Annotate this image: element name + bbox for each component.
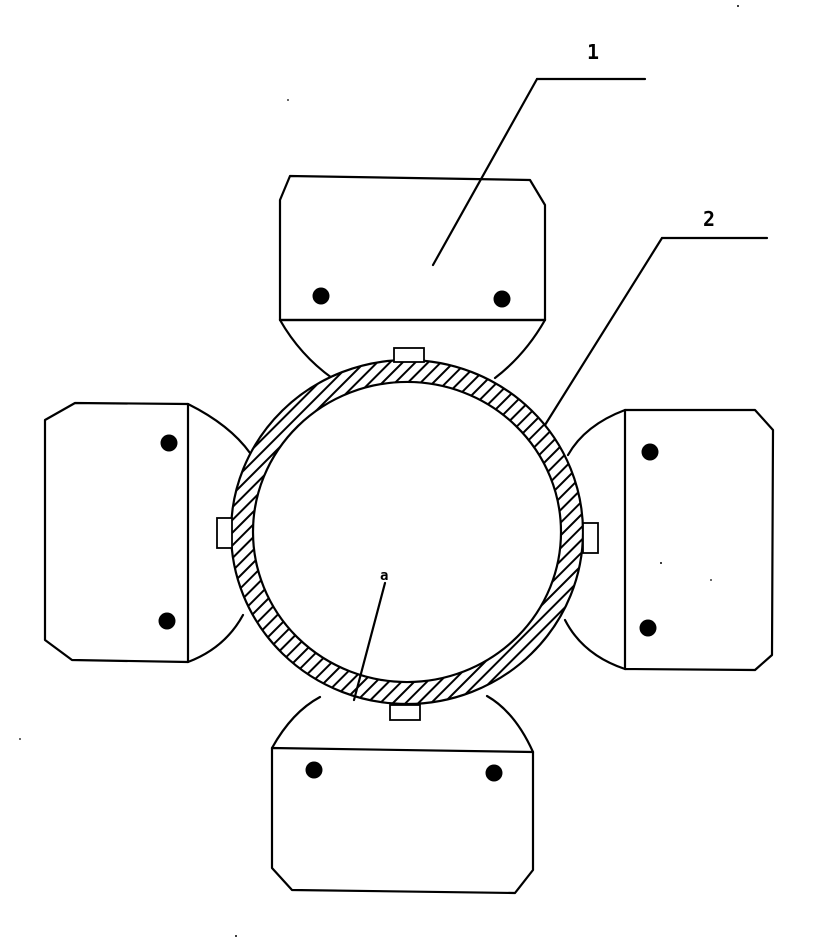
left-clamp-block [43,401,252,664]
right-bolt-top [641,443,659,461]
bottom-clamp-block [270,694,535,895]
right-block-jaw [563,408,627,671]
pipe-ring [229,358,585,706]
bottom-bolt-left [305,761,323,779]
label-part-2: 2 [703,207,715,231]
top-clamp-block [278,174,547,380]
leader-1-arrow [431,77,539,267]
leader-part-2: 2 [543,207,769,427]
scan-speck [710,579,712,581]
right-clamp-block [563,408,775,672]
ring-tab-top [393,347,425,363]
scan-speck [287,99,289,101]
label-part-3: a [380,568,388,584]
label-part-1: 1 [587,40,599,64]
right-bolt-bottom [639,619,657,637]
top-bolt-left [312,287,330,305]
scan-speck [660,562,662,564]
bottom-bolt-right [485,764,503,782]
left-bolt-top [160,434,178,452]
scan-speck [19,738,21,740]
left-block-jaw [186,402,252,664]
top-bolt-right [493,290,511,308]
scan-speck [235,935,237,937]
leader-part-1: 1 [431,40,647,267]
top-block-jaw [278,318,547,380]
ring-tab-bottom [389,704,421,721]
leader-part-3: a [352,568,388,702]
ring-tab-left [216,517,233,549]
scan-speck [737,5,739,7]
bottom-block-jaw [270,694,535,754]
pipe-ring-wall [229,358,585,706]
ring-tab-right [582,522,599,554]
leader-3-line [352,581,387,702]
left-bolt-bottom [158,612,176,630]
leader-2-arrow [543,236,664,427]
